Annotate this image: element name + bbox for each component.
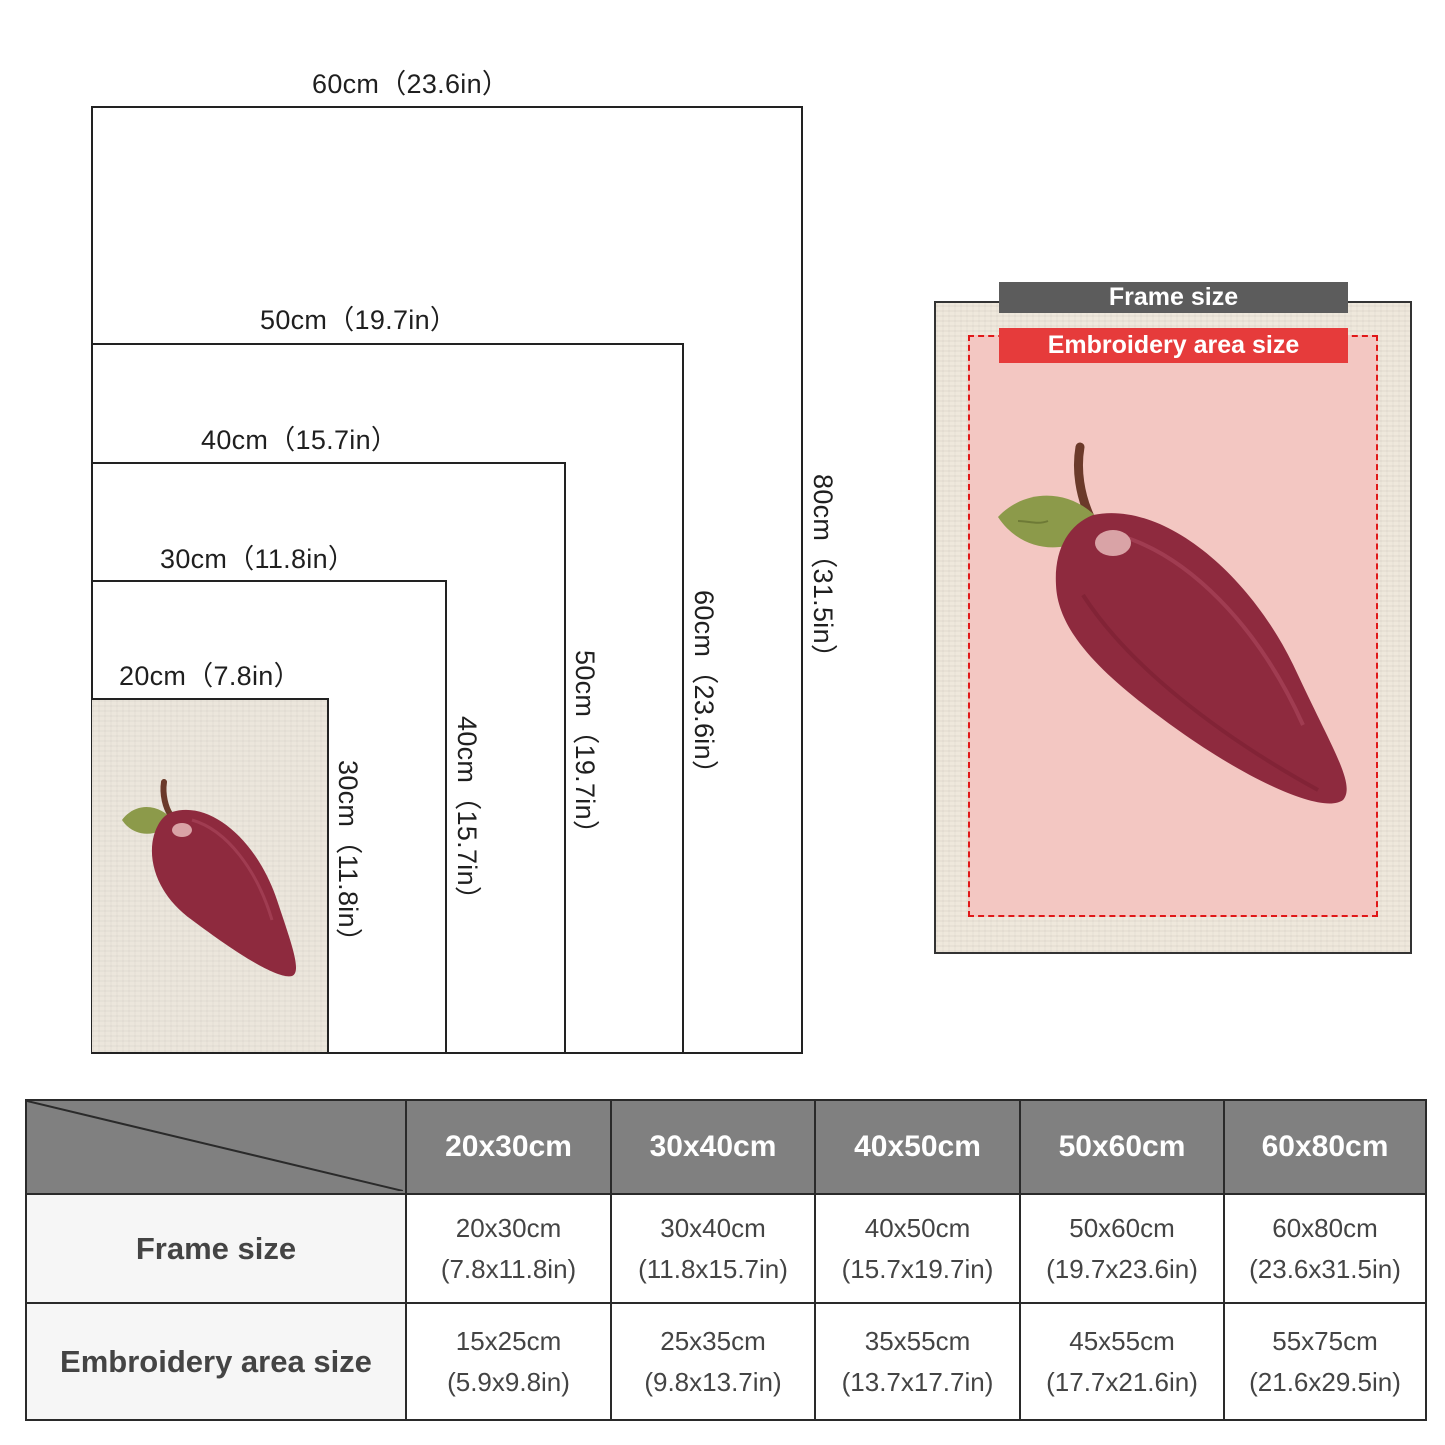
size-table: 20x30cm 30x40cm 40x50cm 50x60cm 60x80cm … xyxy=(25,1099,1427,1421)
width-label-60: 60cm（23.6in） xyxy=(312,69,510,99)
cell-cm: 35x55cm xyxy=(864,1325,971,1356)
column-header: 50x60cm xyxy=(1019,1099,1225,1195)
cell-cm: 20x30cm xyxy=(455,1212,562,1243)
table-corner-cell xyxy=(25,1099,407,1195)
height-label-60: 60cm（23.6in） xyxy=(689,590,719,788)
column-header: 40x50cm xyxy=(814,1099,1021,1195)
column-header: 20x30cm xyxy=(405,1099,612,1195)
cell-in: (11.8x15.7in) xyxy=(638,1253,788,1284)
table-row-embroidery-area: Embroidery area size 15x25cm(5.9x9.8in) … xyxy=(25,1302,1427,1421)
width-label-30: 30cm（11.8in） xyxy=(160,544,356,574)
table-cell: 40x50cm (15.7x19.7in) xyxy=(814,1193,1021,1304)
cell-in: (21.6x29.5in) xyxy=(1249,1366,1401,1397)
small-embroidery-preview xyxy=(92,700,327,1052)
table-cell: 35x55cm (13.7x17.7in) xyxy=(814,1302,1021,1421)
table-cell: 60x80cm (23.6x31.5in) xyxy=(1223,1193,1427,1304)
large-embroidery-art xyxy=(968,335,1378,917)
cell-in: (9.8x13.7in) xyxy=(644,1366,782,1397)
table-cell: 30x40cm (11.8x15.7in) xyxy=(610,1193,816,1304)
row-label-embroidery-area: Embroidery area size xyxy=(25,1302,407,1421)
table-cell: 55x75cm (21.6x29.5in) xyxy=(1223,1302,1427,1421)
cell-cm: 50x60cm xyxy=(1069,1212,1175,1243)
cell-in: (19.7x23.6in) xyxy=(1046,1253,1198,1284)
diagonal-line-icon xyxy=(27,1101,403,1191)
row-label-frame-size: Frame size xyxy=(25,1193,407,1304)
cell-cm: 25x35cm xyxy=(660,1325,766,1356)
table-cell: 15x25cm (5.9x9.8in) xyxy=(405,1302,612,1421)
pepper-thumb-icon xyxy=(122,779,297,977)
cell-cm: 60x80cm xyxy=(1272,1212,1378,1243)
table-cell: 20x30cm (7.8x11.8in) xyxy=(405,1193,612,1304)
embroidery-area-tag: Embroidery area size xyxy=(999,328,1348,363)
cell-in: (7.8x11.8in) xyxy=(440,1253,577,1284)
frame-size-tag: Frame size xyxy=(999,282,1348,313)
cell-in: (13.7x17.7in) xyxy=(841,1366,994,1397)
table-cell: 45x55cm (17.7x21.6in) xyxy=(1019,1302,1225,1421)
pepper-large-icon xyxy=(998,442,1347,804)
height-label-40: 40cm（15.7in） xyxy=(452,716,482,914)
cell-in: (5.9x9.8in) xyxy=(447,1366,570,1397)
height-label-50: 50cm（19.7in） xyxy=(570,650,600,848)
column-header: 60x80cm xyxy=(1223,1099,1427,1195)
cell-in: (15.7x19.7in) xyxy=(841,1253,994,1284)
table-header-row: 20x30cm 30x40cm 40x50cm 50x60cm 60x80cm xyxy=(25,1099,1427,1195)
cell-cm: 40x50cm xyxy=(864,1212,971,1243)
cell-cm: 15x25cm xyxy=(455,1325,562,1356)
height-label-80: 80cm（31.5in） xyxy=(808,474,838,672)
height-label-30: 30cm（11.8in） xyxy=(333,760,363,956)
cell-cm: 45x55cm xyxy=(1069,1325,1175,1356)
column-header: 30x40cm xyxy=(610,1099,816,1195)
table-row-frame-size: Frame size 20x30cm (7.8x11.8in) 30x40cm (1… xyxy=(25,1193,1427,1304)
table-cell: 50x60cm (19.7x23.6in) xyxy=(1019,1193,1225,1304)
width-label-20: 20cm（7.8in） xyxy=(119,661,301,691)
width-label-40: 40cm（15.7in） xyxy=(201,425,399,455)
cell-in: (17.7x21.6in) xyxy=(1046,1366,1198,1397)
cell-cm: 55x75cm xyxy=(1272,1325,1378,1356)
cell-cm: 30x40cm xyxy=(660,1212,766,1243)
width-label-50: 50cm（19.7in） xyxy=(260,305,458,335)
table-cell: 25x35cm (9.8x13.7in) xyxy=(610,1302,816,1421)
cell-in: (23.6x31.5in) xyxy=(1249,1253,1401,1284)
